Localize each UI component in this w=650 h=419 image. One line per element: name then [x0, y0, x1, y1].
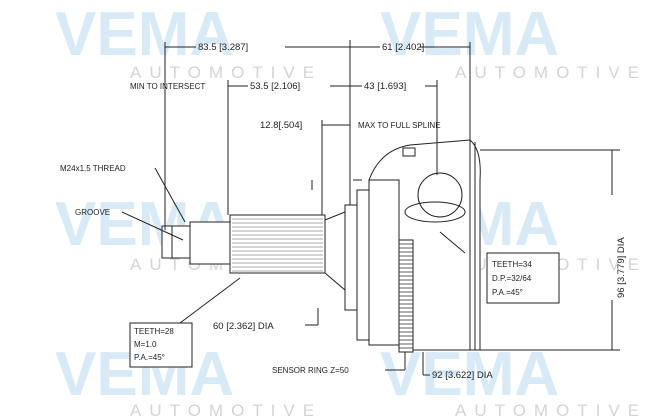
svg-text:VEMA: VEMA: [55, 0, 234, 69]
svg-text:D.P.=32/64: D.P.=32/64: [492, 274, 532, 283]
dim-12-8: 12.8[.504]: [260, 120, 302, 131]
dim-96-dia: 96 [3.779] DIA: [616, 237, 627, 298]
svg-text:TEETH=28: TEETH=28: [134, 327, 174, 336]
svg-text:P.A.=45°: P.A.=45°: [134, 353, 165, 362]
dim-92-dia: 92 [3.622] DIA: [432, 370, 493, 381]
spec-box-right: TEETH=34 D.P.=32/64 P.A.=45°: [486, 252, 560, 304]
svg-text:AUTOMOTIVE: AUTOMOTIVE: [455, 401, 647, 419]
thread-label: M24x1.5 THREAD: [60, 164, 126, 173]
dim-83-5: 83.5 [3.287]: [198, 42, 248, 53]
dim-43: 43 [1.693]: [364, 81, 406, 92]
svg-text:P.A.=45°: P.A.=45°: [492, 288, 523, 297]
dim-60-dia: 60 [2.362] DIA: [213, 321, 274, 332]
min-to-intersect-label: MIN TO INTERSECT: [130, 82, 205, 91]
sensor-ring-label: SENSOR RING Z=50: [272, 366, 349, 375]
part-outline: [161, 139, 481, 353]
svg-text:AUTOMOTIVE: AUTOMOTIVE: [130, 63, 322, 82]
dim-53-5: 53.5 [2.106]: [250, 81, 300, 92]
svg-text:AUTOMOTIVE: AUTOMOTIVE: [130, 401, 322, 419]
max-to-full-spline-label: MAX TO FULL SPLINE: [358, 121, 441, 130]
svg-text:AUTOMOTIVE: AUTOMOTIVE: [455, 63, 647, 82]
spec-box-left: TEETH=28 M=1.0 P.A.=45°: [129, 322, 193, 368]
dimension-lines: [121, 40, 620, 376]
svg-text:M=1.0: M=1.0: [134, 340, 157, 349]
dim-61: 61 [2.402]: [382, 42, 424, 53]
groove-label: GROOVE: [75, 208, 110, 217]
svg-text:TEETH=34: TEETH=34: [492, 260, 532, 269]
